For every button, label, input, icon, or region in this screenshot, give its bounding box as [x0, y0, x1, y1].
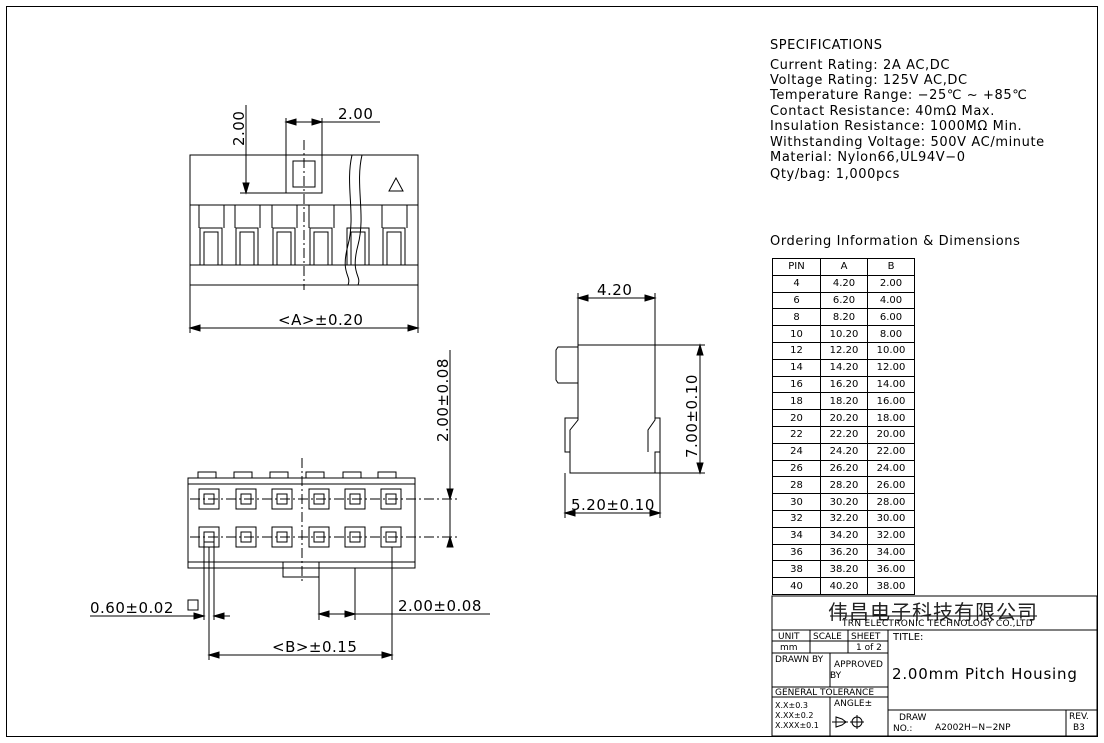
bottom-view: 2.00±0.08 0.60±0.02 2.00±0.08 <B>±0.15 [90, 350, 490, 660]
side-view: 4.20 7.00±0.10 5.20±0.10 [555, 281, 705, 518]
spec-line: Contact Resistance: 40mΩ Max. [770, 104, 995, 119]
spec-line: Temperature Range: −25℃ ~ +85℃ [770, 88, 1028, 103]
tolerance-2: X.XX±0.2 [775, 711, 814, 720]
title-label: TITLE: [893, 632, 924, 643]
angle-label: ANGLE± [834, 699, 873, 709]
company-name-en: TRN ELECTRONIC TECHNOLOGY CO.,LTD [842, 619, 1033, 629]
ordering-title: Ordering Information & Dimensions [770, 234, 1021, 249]
spec-line: Voltage Rating: 125V AC,DC [770, 73, 968, 88]
spec-line: Withstanding Voltage: 500V AC/minute [770, 135, 1045, 150]
spec-line: Qty/bag: 1,000pcs [770, 167, 900, 182]
draw-no-label: DRAW [899, 713, 927, 723]
draw-no-label-2: NO.: [893, 724, 913, 734]
company-name-cn: 伟昌电子科技有限公司 [828, 600, 1038, 624]
dim-a: <A>±0.20 [278, 311, 363, 329]
break-line-1 [344, 154, 353, 286]
dim-pin-size: 0.60±0.02 [90, 599, 174, 617]
dim-bottom-pitch: 2.00±0.08 [398, 597, 482, 615]
drawn-by-label: DRAWN BY [775, 655, 824, 665]
rev-value: B3 [1073, 723, 1085, 733]
spec-line: Material: Nylon66,UL94V−0 [770, 150, 966, 165]
unit-label: UNIT [778, 632, 800, 642]
spec-line: Current Rating: 2A AC,DC [770, 58, 951, 73]
approved-by-label: APPROVED [834, 660, 883, 670]
sheet-label: SHEET [851, 632, 881, 642]
dim-top-height: 2.00 [230, 111, 248, 146]
draw-no-value: A2002H−N−2NP [935, 723, 1011, 733]
specifications-title: SPECIFICATIONS [770, 38, 883, 53]
table-header-row: PIN A B [772, 258, 915, 276]
dim-side-width: 4.20 [597, 281, 632, 299]
drawing-title: 2.00mm Pitch Housing [892, 665, 1078, 683]
tolerance-3: X.XXX±0.1 [775, 721, 819, 730]
scale-label: SCALE [813, 632, 842, 642]
contact-slots [199, 227, 406, 266]
spec-line: Insulation Resistance: 1000MΩ Min. [770, 119, 1023, 134]
break-line-2 [354, 154, 363, 286]
a-cell: 40.20 [820, 577, 868, 595]
pin1-triangle [388, 176, 404, 192]
dim-side-base: 5.20±0.10 [571, 496, 655, 514]
general-tolerance-label: GENERAL TOLERANCE [775, 688, 875, 698]
approved-by-label-2: BY [830, 671, 842, 681]
dim-b: <B>±0.15 [272, 638, 357, 656]
rev-label: REV. [1069, 712, 1089, 722]
sheet-value: 1 of 2 [856, 643, 882, 653]
b-cell: 38.00 [867, 577, 915, 595]
b-cell: 36.00 [867, 560, 915, 579]
unit-value: mm [780, 643, 798, 653]
front-view: 2.00 2.00 <A>±0.20 [188, 105, 420, 333]
dim-row-pitch: 2.00±0.08 [434, 358, 452, 442]
dim-top-pitch: 2.00 [338, 105, 373, 123]
b-cell: 24.00 [867, 459, 915, 478]
tolerance-1: X.X±0.3 [775, 701, 808, 710]
dim-side-height: 7.00±0.10 [683, 374, 701, 458]
pin-cell: 40 [772, 577, 821, 595]
